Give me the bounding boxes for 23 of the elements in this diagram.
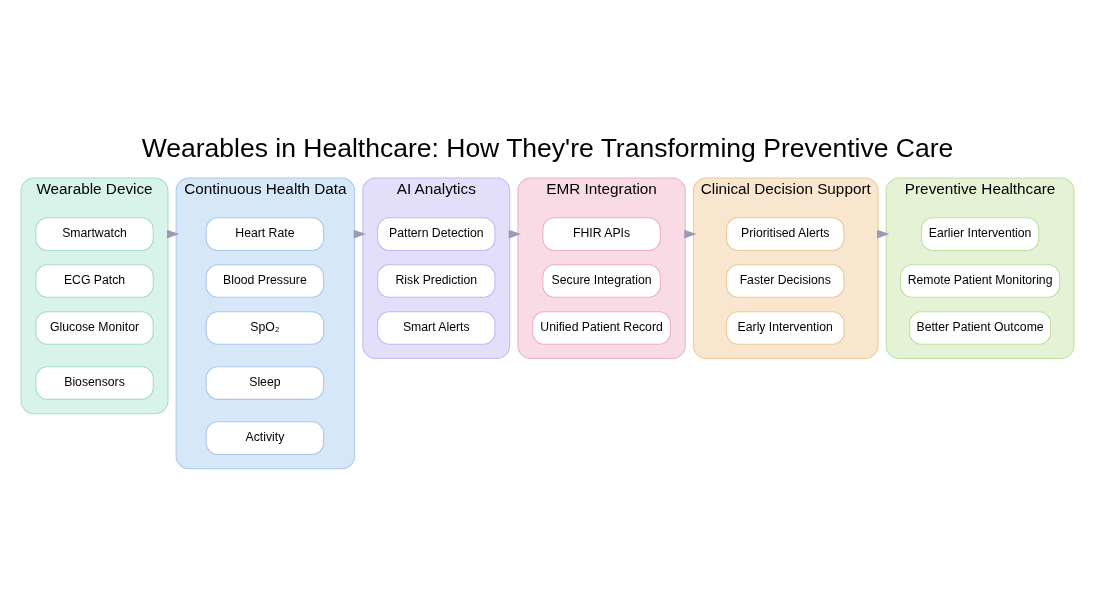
diagram-title: Wearables in Healthcare: How They're Transforming Preventive Care: [141, 132, 954, 163]
node-box: Sleep: [205, 365, 325, 400]
node-box: Smartwatch: [35, 216, 154, 251]
node-box: Biosensors: [35, 365, 154, 400]
node-box: Earlier Intervention: [920, 216, 1040, 251]
node-box: Glucose Monitor: [35, 310, 154, 345]
node-box: Heart Rate: [205, 216, 325, 251]
node-box: Pattern Detection: [377, 216, 496, 251]
node-box: Activity: [205, 420, 325, 455]
node-box: ECG Patch: [35, 263, 154, 298]
node-box: Blood Pressure: [205, 263, 325, 298]
node-box: Early Intervention: [726, 310, 845, 345]
arrow: [166, 229, 180, 238]
node-box: Smart Alerts: [377, 310, 496, 345]
node-box: Unified Patient Record: [532, 310, 671, 345]
node-box: Faster Decisions: [726, 263, 845, 298]
node-box: FHIR APIs: [542, 216, 661, 251]
node-box: Remote Patient Monitoring: [900, 263, 1061, 298]
node-box: Better Patient Outcome: [909, 310, 1051, 345]
node-box: Prioritised Alerts: [726, 216, 845, 251]
node-box: SpO₂: [205, 310, 325, 345]
node-box: Risk Prediction: [377, 263, 496, 298]
node-box: Secure Integration: [542, 263, 661, 298]
